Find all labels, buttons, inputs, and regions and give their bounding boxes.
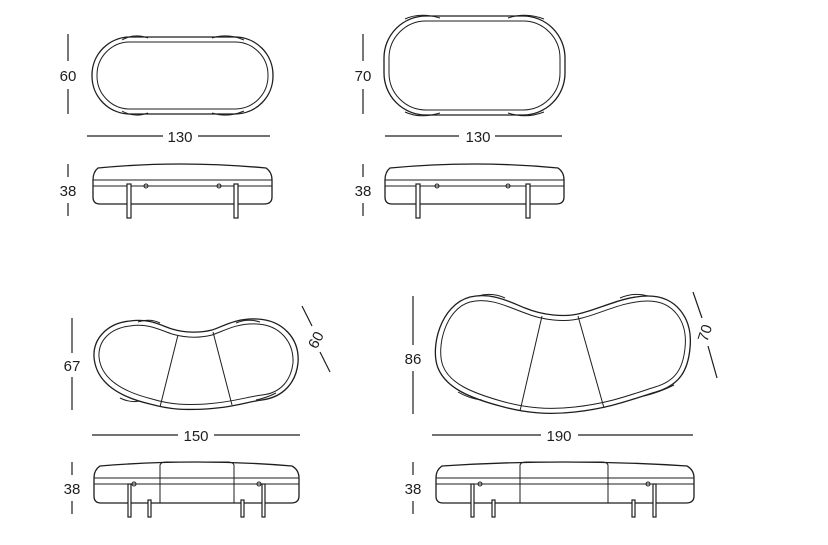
curved-large-top-view — [434, 293, 691, 414]
curved-large-width-dimension: 190 — [432, 428, 693, 445]
curved-small-seat-depth-dimension: 60 — [301, 305, 331, 373]
curved-small-height-dimension: 38 — [64, 462, 81, 514]
ottoman-small-height-label: 38 — [60, 183, 77, 200]
curved-large-depth-dimension: 86 — [405, 296, 422, 414]
curved-small-top-view — [93, 318, 299, 411]
curved-small-depth-dimension: 67 — [64, 318, 81, 410]
ottoman-small-side-view — [92, 163, 273, 219]
ottoman-large-height-dimension: 38 — [355, 164, 372, 216]
ottoman-small-width-dimension: 130 — [87, 129, 270, 146]
curved-large-seat-depth-dimension: 70 — [692, 291, 718, 379]
ottoman-large-depth-dimension: 70 — [355, 34, 372, 114]
ottoman-large-width-dimension: 130 — [385, 129, 562, 146]
curved-small-depth-label: 67 — [64, 358, 81, 375]
curved-small: 67 60 150 38 — [64, 305, 331, 518]
ottoman-small: 60 130 38 — [60, 34, 274, 219]
ottoman-large-depth-label: 70 — [355, 68, 372, 85]
curved-small-height-label: 38 — [64, 481, 81, 498]
curved-large-height-dimension: 38 — [405, 462, 422, 514]
curved-large-width-label: 190 — [546, 428, 571, 445]
ottoman-large-width-label: 130 — [465, 129, 490, 146]
ottoman-small-top-view — [91, 35, 274, 116]
ottoman-small-height-dimension: 38 — [60, 164, 77, 216]
ottoman-large: 70 130 38 — [355, 14, 566, 219]
ottoman-large-top-view — [383, 14, 566, 117]
curved-small-seat-depth-label: 60 — [305, 329, 328, 352]
curved-small-width-label: 150 — [183, 428, 208, 445]
curved-small-side-view — [93, 461, 300, 518]
ottoman-small-depth-label: 60 — [60, 68, 77, 85]
curved-large-depth-label: 86 — [405, 351, 422, 368]
curved-large-seat-depth-label: 70 — [695, 323, 716, 344]
ottoman-small-depth-dimension: 60 — [60, 34, 77, 114]
ottoman-large-height-label: 38 — [355, 183, 372, 200]
curved-large-height-label: 38 — [405, 481, 422, 498]
curved-large: 86 70 190 38 — [405, 291, 718, 518]
ottoman-large-side-view — [384, 163, 565, 219]
curved-small-width-dimension: 150 — [92, 428, 300, 445]
curved-large-side-view — [435, 461, 695, 518]
ottoman-small-width-label: 130 — [167, 129, 192, 146]
